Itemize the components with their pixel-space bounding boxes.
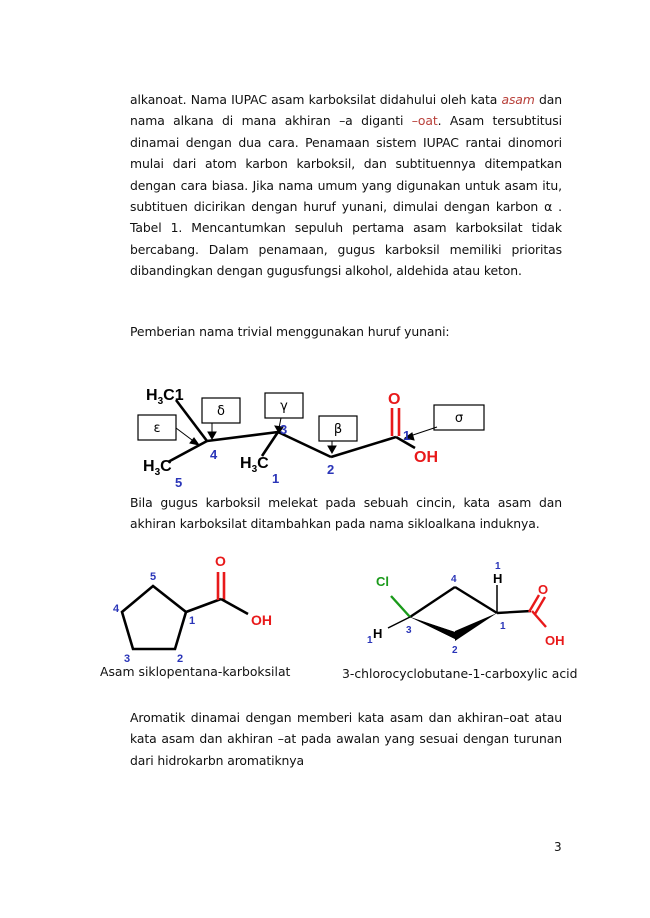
sigma-letter: σ [455,411,463,426]
h3c-mid-label: H3C [240,455,269,475]
ring-number-2: 2 [177,653,183,665]
trivial-name-heading: Pemberian nama trivial menggunakan huruf… [130,324,450,339]
h-left-label: H [373,626,382,641]
intro-text-a: alkanoat. Nama IUPAC asam karboksilat di… [130,92,502,107]
oxygen-label: O [388,391,400,408]
ring-number-5: 5 [150,571,156,583]
box-arrows [175,417,438,455]
chain-number-3: 3 [280,422,287,437]
chain-number-2: 2 [327,462,334,477]
ring-number-1: 1 [189,615,195,627]
gamma-letter: γ [280,399,288,414]
cb-number-1: 1 [500,621,506,632]
cb-number-2: 2 [452,645,458,656]
intro-text-b: dan nama alkana di mana akhiran –a digan… [130,92,562,129]
greek-chain-diagram [167,399,416,464]
beta-letter: β [334,422,342,437]
beta-box [318,415,358,442]
cyclopentane-oxygen: O [215,553,226,569]
cb-number-3: 3 [406,625,412,636]
delta-letter: δ [217,404,225,419]
h-top-number: 1 [495,561,501,572]
greek-boxes [137,392,485,442]
ring-paragraph: Bila gugus karboksil melekat pada sebuah… [130,495,562,532]
h-left-number: 1 [367,635,373,646]
h3c1-top-label: H3C1 [146,387,184,407]
epsilon-letter: ε [153,421,160,436]
sigma-box [433,404,485,431]
highlight-asam: asam [501,92,535,107]
gamma-box [264,392,304,419]
chain-number-4: 4 [210,447,218,462]
cyclopentane-oh: OH [251,612,272,628]
cyclopentane-diagram [120,572,249,651]
chlorine-label: Cl [376,574,389,589]
chain-number-5: 5 [175,475,182,490]
oh-label: OH [414,449,438,466]
cyclobutane-caption: 3-chlorocyclobutane-1-carboxylic acid [342,666,578,681]
ring-number-4: 4 [113,603,120,615]
cb-number-4: 4 [451,574,457,585]
intro-paragraph: alkanoat. Nama IUPAC asam karboksilat di… [130,89,562,282]
delta-box [201,397,241,424]
h-top-label: H [493,571,502,586]
page-number: 3 [554,840,562,854]
h3c-left-label: H3C [143,458,172,478]
cyclopentane-caption: Asam siklopentana-karboksilat [100,664,291,679]
intro-text-c: . Asam tersubtitusi dinamai dengan dua c… [130,113,562,279]
cyclobutane-oh: OH [545,633,565,648]
epsilon-box [137,414,177,441]
chain-number-1-carbonyl: 1 [403,428,410,443]
aromatic-paragraph: Aromatik dinamai dengan memberi kata asa… [130,710,562,768]
chain-number-1-mid: 1 [272,471,279,486]
cyclobutane-oxygen: O [538,582,548,597]
ring-number-3: 3 [124,653,130,665]
highlight-oat: –oat [411,113,438,129]
cyclobutane-diagram [387,585,547,641]
